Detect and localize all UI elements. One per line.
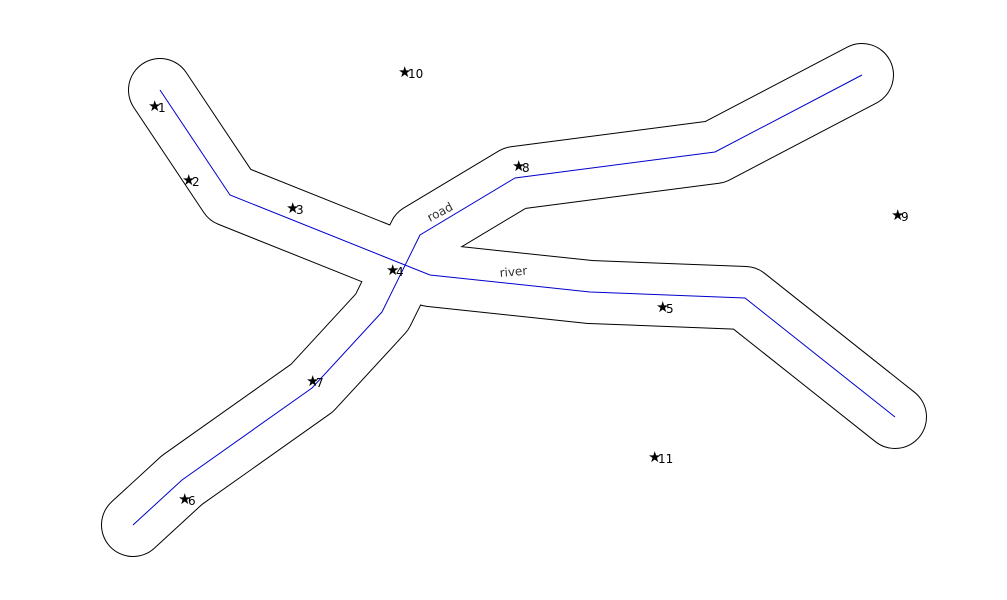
star-icon: ★: [398, 63, 411, 81]
river-centerline: [159, 89, 896, 418]
point-label: 9: [901, 210, 909, 224]
point-label: 5: [666, 302, 674, 316]
point-3[interactable]: ★ 3: [286, 199, 304, 217]
point-4[interactable]: ★ 4: [386, 261, 404, 279]
road-centerline: [132, 74, 863, 526]
point-7[interactable]: ★ 7: [306, 372, 324, 390]
point-label: 3: [296, 203, 304, 217]
point-9[interactable]: ★ 9: [891, 206, 909, 224]
point-8[interactable]: ★ 8: [512, 157, 530, 175]
star-icon: ★: [148, 97, 161, 115]
star-icon: ★: [648, 448, 661, 466]
point-markers: ★ 1 ★ 2 ★ 3 ★ 4 ★ 5 ★ 6 ★ 7 ★ 8: [148, 63, 909, 508]
point-label: 10: [408, 67, 423, 81]
buffer-outlines: [101, 43, 927, 557]
point-11[interactable]: ★ 11: [648, 448, 673, 466]
star-icon: ★: [306, 372, 319, 390]
point-1[interactable]: ★ 1: [148, 97, 166, 115]
point-6[interactable]: ★ 6: [178, 490, 196, 508]
star-icon: ★: [656, 298, 669, 316]
star-icon: ★: [512, 157, 525, 175]
point-label: 7: [316, 376, 324, 390]
point-label: 1: [158, 101, 166, 115]
point-label: 4: [396, 265, 404, 279]
point-5[interactable]: ★ 5: [656, 298, 674, 316]
point-label: 6: [188, 494, 196, 508]
point-label: 11: [658, 452, 673, 466]
star-icon: ★: [891, 206, 904, 224]
star-icon: ★: [182, 171, 195, 189]
point-10[interactable]: ★ 10: [398, 63, 423, 81]
point-label: 2: [192, 175, 200, 189]
star-icon: ★: [386, 261, 399, 279]
star-icon: ★: [286, 199, 299, 217]
river-label: river: [499, 264, 528, 280]
star-icon: ★: [178, 490, 191, 508]
point-2[interactable]: ★ 2: [182, 171, 200, 189]
point-label: 8: [522, 161, 530, 175]
